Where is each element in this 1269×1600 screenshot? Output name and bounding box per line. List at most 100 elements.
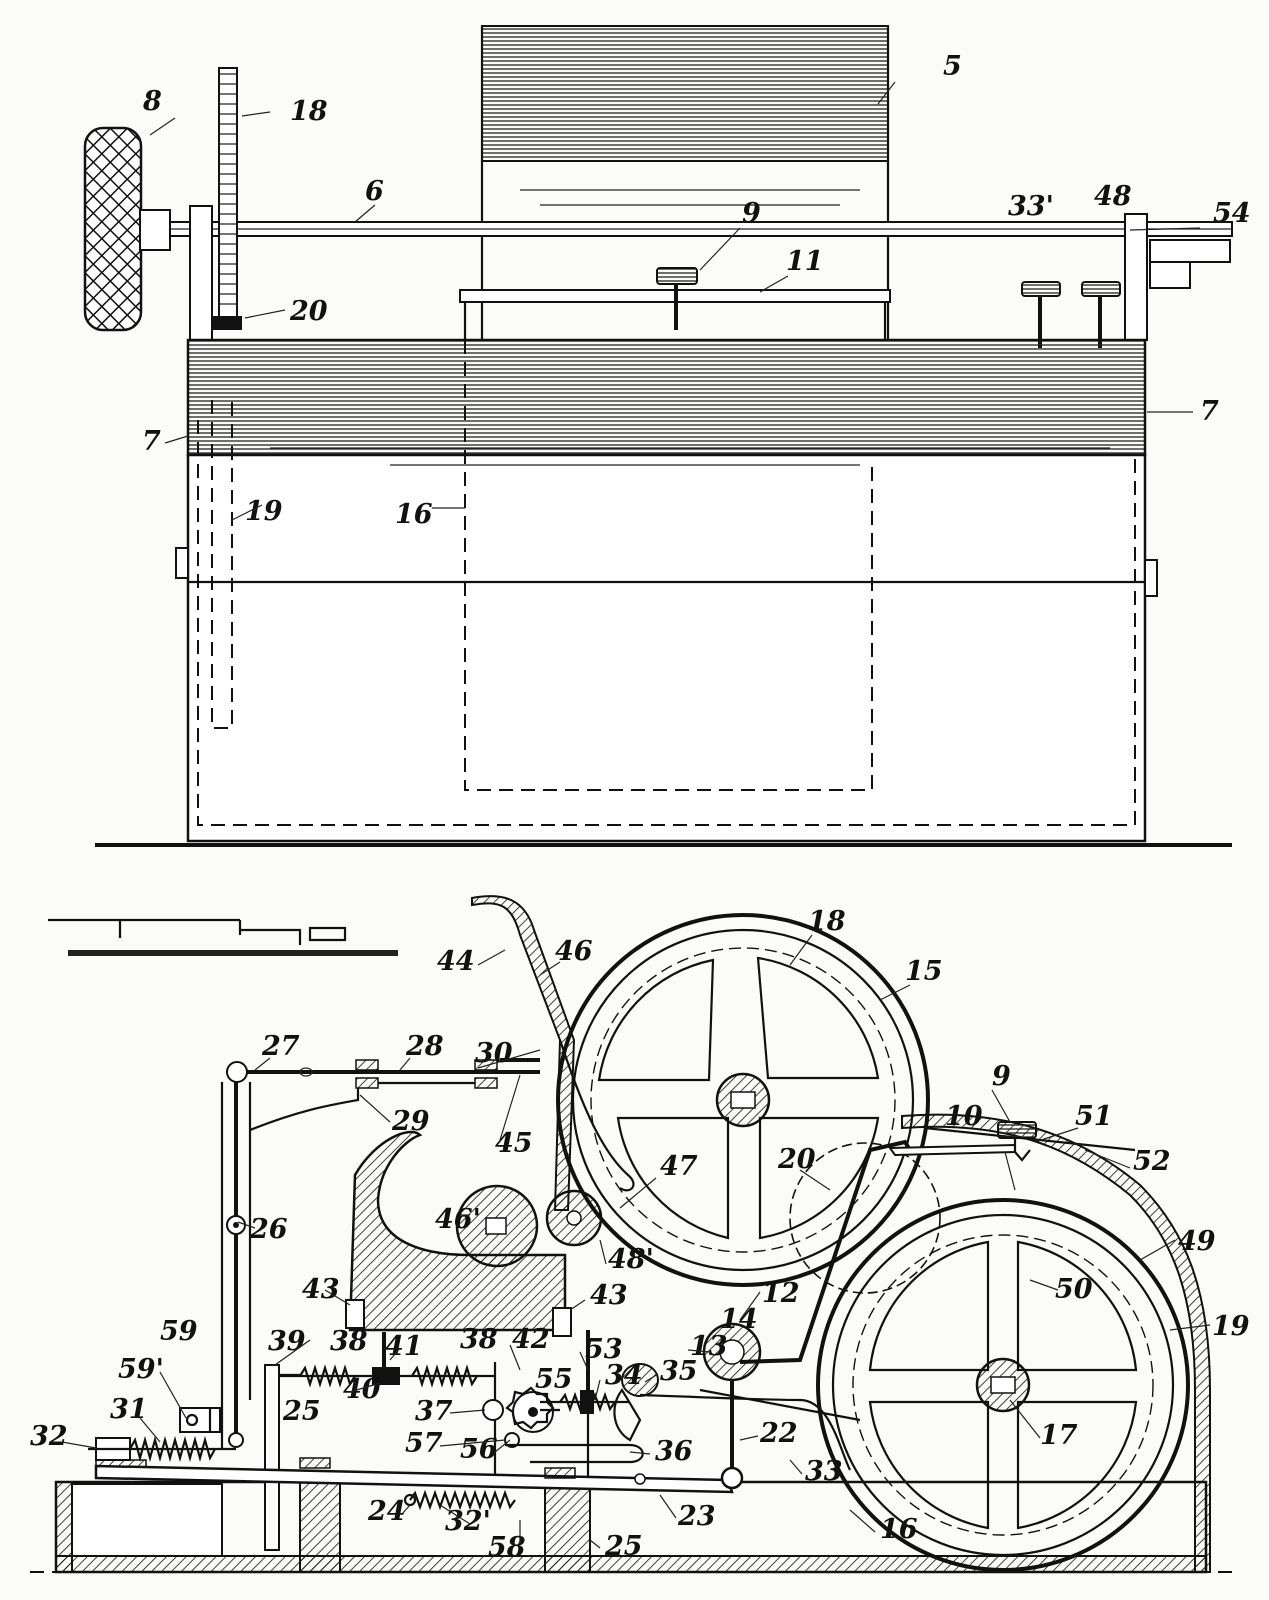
spring-rod-40	[279, 1332, 497, 1480]
label-35: 35	[660, 1356, 698, 1387]
paper-fragments	[48, 918, 398, 956]
label-23: 23	[677, 1501, 716, 1532]
rod-33	[639, 1393, 851, 1471]
label-25a: 25	[282, 1396, 321, 1427]
label-27: 27	[261, 1031, 300, 1062]
label-32-prime: 32'	[445, 1506, 491, 1537]
upper-roll-15	[556, 913, 930, 1287]
lever-36	[505, 1443, 644, 1464]
label-24: 24	[367, 1496, 406, 1527]
hidden-gear-20	[789, 1142, 941, 1294]
label-33-prime: 33'	[1008, 191, 1054, 222]
label-34: 34	[605, 1360, 643, 1391]
label-41: 41	[385, 1331, 423, 1362]
label-45: 45	[495, 1128, 533, 1159]
paper-roll-5	[480, 25, 890, 340]
label-42: 42	[512, 1324, 550, 1355]
label-38b: 38	[460, 1324, 498, 1355]
label-52: 52	[1133, 1146, 1171, 1177]
thumb-screw-9	[656, 267, 698, 330]
label-28: 28	[405, 1031, 444, 1062]
paper-chute-44	[471, 895, 635, 1211]
label-39: 39	[268, 1326, 306, 1357]
label-12: 12	[762, 1278, 800, 1309]
label-59: 59	[160, 1316, 198, 1347]
screw-48	[1081, 281, 1121, 348]
left-frame-post	[189, 205, 213, 341]
label-22: 22	[759, 1418, 798, 1449]
rack-18	[212, 67, 242, 330]
label-13: 13	[690, 1331, 728, 1362]
hidden-outline	[197, 420, 1136, 826]
label-33: 33	[805, 1456, 843, 1487]
screw-33-prime	[1021, 281, 1061, 348]
label-55: 55	[535, 1364, 573, 1395]
post-39	[264, 1364, 300, 1551]
label-46: 46	[555, 936, 593, 967]
label-38a: 38	[330, 1326, 368, 1357]
label-16: 16	[395, 499, 433, 530]
frame-29	[220, 1082, 360, 1450]
figure-bottom-section: 44 46 18 15 27 28 30 9 51 10 29 45 52 47…	[30, 895, 1250, 1574]
label-36: 36	[655, 1436, 693, 1467]
label-19: 19	[245, 496, 283, 527]
link-26	[226, 1082, 246, 1448]
knurled-knob-8	[83, 126, 143, 332]
label-40: 40	[343, 1374, 381, 1405]
label-50: 50	[1055, 1274, 1093, 1305]
label-8: 8	[142, 86, 162, 117]
label-5: 5	[943, 51, 962, 82]
right-frame-post	[1124, 213, 1148, 341]
label-16b: 16	[880, 1514, 918, 1545]
label-54: 54	[1213, 198, 1251, 229]
label-19b: 19	[1212, 1311, 1250, 1342]
label-6: 6	[365, 176, 384, 207]
label-47: 47	[660, 1151, 698, 1182]
ratchet-mechanism	[482, 1330, 630, 1482]
leader-lines-bottom	[61, 934, 1211, 1549]
shaft-13	[702, 1139, 912, 1468]
label-37: 37	[415, 1396, 453, 1427]
label-18b: 18	[808, 906, 846, 937]
label-7-right: 7	[1200, 396, 1219, 427]
label-10: 10	[945, 1101, 983, 1132]
label-18: 18	[290, 96, 328, 127]
label-20: 20	[289, 296, 328, 327]
label-53: 53	[585, 1334, 623, 1365]
knob-hub	[139, 209, 171, 251]
label-9b: 9	[992, 1061, 1011, 1092]
label-59-prime: 59'	[118, 1354, 164, 1385]
label-30: 30	[475, 1038, 513, 1069]
bracket-59	[179, 1407, 221, 1433]
hidden-rack-19	[211, 400, 233, 729]
label-48: 48	[1094, 181, 1132, 212]
label-46-prime: 46'	[435, 1204, 481, 1235]
cabinet-body-7	[175, 338, 1158, 843]
label-48-prime: 48'	[608, 1244, 654, 1275]
plate-10	[888, 1121, 1037, 1191]
bracket-42	[345, 1130, 572, 1337]
lever-23-24	[94, 1457, 744, 1511]
leader-lines-top	[149, 81, 1201, 521]
label-29: 29	[391, 1106, 430, 1137]
label-11: 11	[786, 246, 824, 277]
label-49: 49	[1178, 1226, 1216, 1257]
label-43b: 43	[590, 1280, 628, 1311]
label-7-left: 7	[142, 426, 161, 457]
label-26: 26	[249, 1214, 288, 1245]
rod-28	[226, 1059, 540, 1089]
label-56: 56	[460, 1434, 498, 1465]
label-15: 15	[905, 956, 943, 987]
label-9: 9	[742, 198, 761, 229]
cam-35	[613, 1363, 659, 1442]
link-22	[699, 1388, 861, 1422]
label-43a: 43	[302, 1274, 340, 1305]
label-14: 14	[720, 1304, 758, 1335]
label-25b: 25	[604, 1531, 643, 1562]
label-44: 44	[437, 946, 475, 977]
label-32: 32	[30, 1421, 68, 1452]
figure-top-elevation: 5 8 18 6 9 33' 48 54 11 20 7 7 19 16	[83, 25, 1251, 847]
cover-49	[901, 1113, 1211, 1573]
